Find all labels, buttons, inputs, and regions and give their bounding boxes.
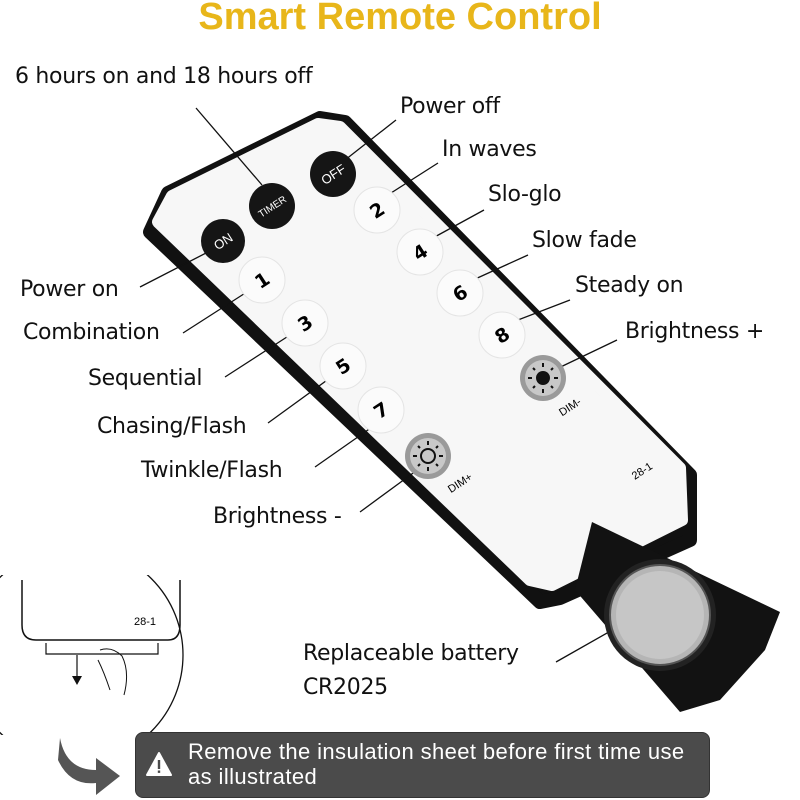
label-brightness-minus: Brightness -: [213, 504, 342, 529]
battery-tray: [575, 522, 780, 712]
label-steady-on: Steady on: [575, 273, 684, 298]
sun-filled-icon: [536, 371, 550, 385]
notice-banner: Remove the insulation sheet before first…: [135, 732, 710, 798]
curved-arrow-icon: [58, 738, 120, 795]
label-slo-glo: Slo-glo: [488, 182, 562, 207]
key-6[interactable]: 6: [436, 269, 484, 317]
key-3[interactable]: 3: [281, 299, 329, 347]
key-4[interactable]: 4: [396, 228, 444, 276]
label-timer: 6 hours on and 18 hours off: [15, 64, 313, 89]
label-combination: Combination: [23, 320, 160, 345]
warning-icon: [146, 752, 172, 776]
sun-outline-icon: [420, 448, 436, 464]
label-brightness-plus: Brightness +: [625, 319, 765, 344]
label-power-on: Power on: [20, 277, 119, 302]
insulation-sheet: [45, 643, 159, 655]
label-power-off: Power off: [400, 94, 500, 119]
key-2[interactable]: 2: [353, 186, 401, 234]
inset-model: 28-1: [134, 616, 156, 628]
hand-icon: [97, 648, 128, 696]
key-8[interactable]: 8: [478, 311, 526, 359]
insulation-inset: 28-1: [0, 575, 184, 735]
key-7[interactable]: 7: [357, 386, 405, 434]
key-1[interactable]: 1: [238, 256, 286, 304]
notice-text: Remove the insulation sheet before first…: [188, 739, 685, 789]
key-5[interactable]: 5: [319, 342, 367, 390]
label-chasing-flash: Chasing/Flash: [97, 414, 247, 439]
label-slow-fade: Slow fade: [532, 228, 637, 253]
on-button[interactable]: ON: [201, 219, 245, 263]
dim-plus-button[interactable]: DIM+: [405, 433, 475, 496]
label-battery-model: CR2025: [303, 675, 388, 700]
label-battery: Replaceable battery: [303, 641, 519, 666]
label-twinkle-flash: Twinkle/Flash: [141, 458, 283, 483]
leader-lines: [139, 107, 631, 663]
page-title: Smart Remote Control: [198, 0, 602, 38]
label-sequential: Sequential: [88, 366, 203, 391]
off-button[interactable]: OFF: [310, 151, 356, 197]
timer-button[interactable]: TIMER: [249, 183, 295, 229]
remote-body: [143, 111, 697, 609]
label-in-waves: In waves: [442, 137, 537, 162]
